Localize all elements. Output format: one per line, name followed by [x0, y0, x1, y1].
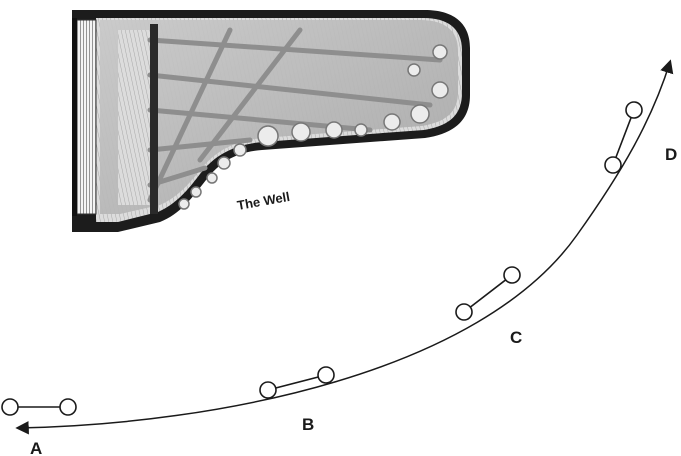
piano-label-the-well: The Well — [236, 189, 291, 213]
position-label-b: B — [302, 415, 314, 434]
position-label-d: D — [665, 145, 677, 164]
pin-block — [150, 24, 158, 214]
key-slip — [72, 18, 77, 216]
position-marker-d — [604, 101, 643, 174]
position-marker-c — [455, 266, 521, 321]
position-marker-b — [259, 366, 335, 399]
position-label-c: C — [510, 328, 522, 347]
position-label-a: A — [30, 439, 42, 456]
position-marker-a — [1, 398, 77, 416]
movement-arc-arrow — [15, 59, 674, 435]
keyboard — [75, 19, 97, 215]
grand-piano-illustration: The Well — [72, 10, 470, 232]
